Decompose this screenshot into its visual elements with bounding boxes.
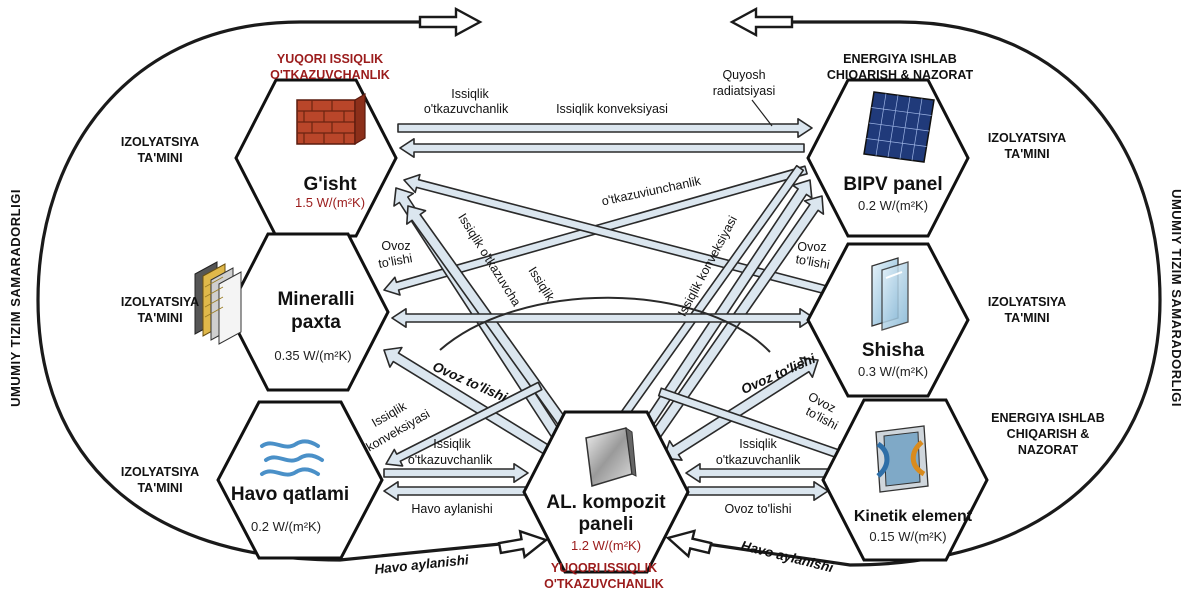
side-label-glass: IZOLYATSIYA TA'MINI [988,295,1066,325]
side-label-line: O'TKAZUVCHANLIK [270,68,390,82]
energy-label-bottom: ENERGIYA ISHLAB CHIQARISH & NAZORAT [991,411,1105,457]
side-label-line: TA'MINI [1004,311,1049,325]
flow-label: to'lishi [795,252,831,272]
node-air-layer: Havo qatlami 0.2 W/(m²K) [231,484,349,534]
node-aluminum-panel: AL. kompozit paneli 1.2 W/(m²K) [546,492,666,553]
hex-air-layer [216,400,384,560]
side-label-line: IZOLYATSIYA [121,465,199,479]
flow-label: o'tkazuvchanlik [408,453,493,467]
side-label-line: YUQORI ISSIQLIK [277,52,383,66]
side-label-wool: IZOLYATSIYA TA'MINI [121,295,199,325]
air-flow-icon [260,439,324,477]
side-label-line: ENERGIYA ISHLAB [843,52,957,66]
node-title-line1: AL. kompozit [546,492,666,513]
side-label-brick: IZOLYATSIYA TA'MINI [121,135,199,165]
node-title: Kinetik element [854,508,973,525]
node-bipv-panel: BIPV panel 0.2 W/(m²K) [843,174,942,213]
side-label-line: IZOLYATSIYA [988,295,1066,309]
cycle-arrow-bottom-right [665,529,713,559]
arrow-kinetic-to-alu [685,462,843,484]
node-title: BIPV panel [843,174,942,195]
side-label-air: IZOLYATSIYA TA'MINI [121,465,199,495]
brick-wall-icon [296,92,366,146]
side-label-line: YUQORI ISSIQLIK [551,561,657,575]
cycle-arrow-bottom-left [497,529,549,560]
metal-panel-icon [585,426,637,487]
side-label-line: TA'MINI [137,311,182,325]
node-value: 0.2 W/(m²K) [251,519,321,534]
arrow-alu-to-kinetic-2 [687,480,829,502]
insulation-layers-icon [194,261,242,345]
arrow-bipv-to-alu-3 [605,164,805,441]
kinetic-element-icon [875,425,929,493]
node-glass: Shisha 0.3 W/(m²K) [858,340,928,379]
side-label-line: TA'MINI [137,151,182,165]
energy-label-top: ENERGIYA ISHLAB CHIQARISH & NAZORAT [827,52,974,82]
node-title: G'isht [303,174,357,195]
node-value: 0.35 W/(m²K) [274,348,351,363]
node-value: 0.2 W/(m²K) [858,198,928,213]
cycle-label-left: UMUMIY TIZIM SAMARADORLIGI [8,189,23,407]
flow-label: Havo aylanishi [739,538,835,575]
flow-label: to'lishi [377,251,413,271]
arrow-bipv-to-brick [399,138,805,158]
flow-label: Issiqlik konveksiyasi [556,102,668,116]
node-title-line1: Mineralli [277,289,354,310]
side-label-line: TA'MINI [1004,147,1049,161]
arrow-alu-to-air-2 [383,480,531,502]
arrow-air-to-alu-1 [383,462,529,484]
arrow-alu-to-air [385,381,543,467]
node-mineral-wool: Mineralli paxta 0.35 W/(m²K) [274,289,354,363]
flow-label: Havo aylanishi [411,502,492,516]
arrow-wool-glass [391,307,815,329]
high-conductivity-label-top: YUQORI ISSIQLIK O'TKAZUVCHANLIK [270,52,390,82]
flow-label: Issiqlik [451,87,489,101]
node-value: 0.15 W/(m²K) [869,529,946,544]
node-title-line2: paxta [291,312,341,333]
node-title: Havo qatlami [231,484,349,505]
cycle-arrow-top-right [729,6,794,38]
side-label-line: IZOLYATSIYA [121,295,199,309]
flow-label: Ovoz [381,239,410,253]
flow-label: Issiqlik [526,264,558,304]
flow-label: radiatsiyasi [713,84,776,98]
side-label-line: O'TKAZUVCHANLIK [544,577,664,591]
side-label-line: CHIQARISH & NAZORAT [827,68,974,82]
side-label-line: CHIQARISH & [1007,427,1090,441]
flow-label: Quyosh [722,68,765,82]
arrow-brick-to-bipv [397,118,813,138]
glass-pane-icon [871,257,909,331]
node-kinetic-element: Kinetik element 0.15 W/(m²K) [854,508,973,544]
cycle-arrow-top-left [418,6,483,38]
solar-panel-icon [863,91,935,163]
side-label-bipv: IZOLYATSIYA TA'MINI [988,131,1066,161]
node-title: Shisha [862,340,925,361]
side-label-line: NAZORAT [1018,443,1079,457]
flow-label: Issiqlik [433,437,471,451]
flow-label: o'tkazuvchanlik [424,102,509,116]
flow-label: Ovoz [797,240,826,254]
side-label-line: IZOLYATSIYA [988,131,1066,145]
flow-label: Ovoz to'lishi [725,502,792,516]
flow-label: o'tkazuvchanlik [716,453,801,467]
flow-label: Issiqlik [739,437,777,451]
node-value: 1.2 W/(m²K) [571,538,641,553]
cycle-loop [36,20,1162,567]
node-value: 0.3 W/(m²K) [858,364,928,379]
node-brick: G'isht 1.5 W/(m²K) [295,174,365,210]
leader-line [751,99,773,127]
hex-mineral-wool [226,232,390,392]
side-label-line: ENERGIYA ISHLAB [991,411,1105,425]
side-label-line: IZOLYATSIYA [121,135,199,149]
high-conductivity-label-bottom: YUQORI ISSIQLIK O'TKAZUVCHANLIK [544,561,664,591]
side-label-line: TA'MINI [137,481,182,495]
node-value: 1.5 W/(m²K) [295,195,365,210]
node-title-line2: paneli [579,514,634,535]
arrow-arc [439,296,771,353]
hex-aluminum-panel [522,410,690,574]
cycle-label-right: UMUMIY TIZIM SAMARADORLIGI [1169,189,1184,407]
